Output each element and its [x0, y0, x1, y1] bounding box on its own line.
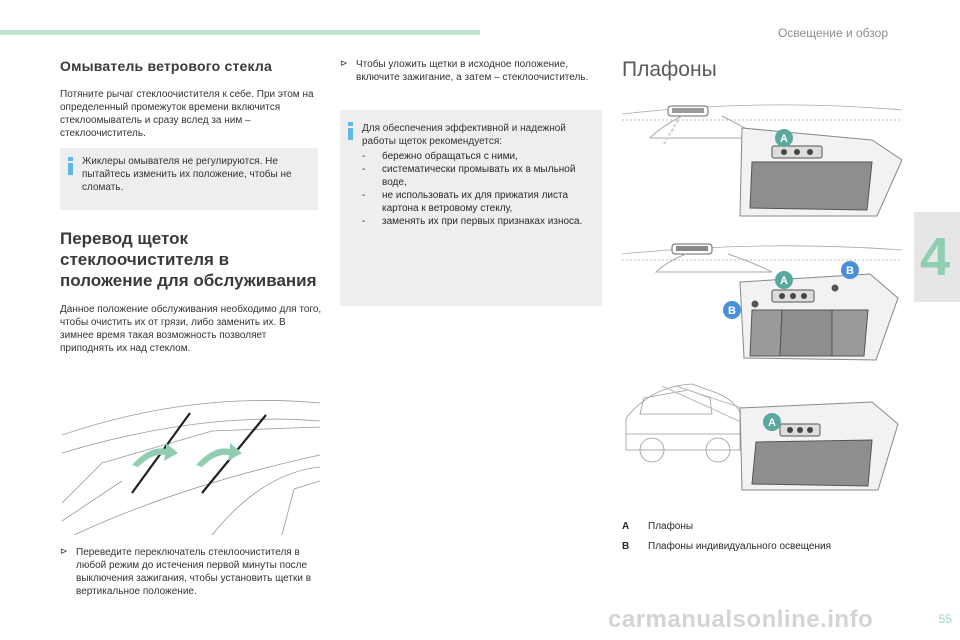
list-item: -не использовать их для прижатия листа к… [362, 190, 569, 214]
svg-text:A: A [780, 133, 788, 145]
svg-text:A: A [780, 275, 788, 287]
list-item: -систематически промывать их в мыльной в… [362, 164, 576, 188]
arrow-icon [196, 443, 242, 467]
ceiling-light-illustration-3: A [625, 383, 899, 491]
tip-intro: Для обеспечения эффективной и надежной р… [362, 123, 566, 147]
list-item: -бережно обращаться с ними, [362, 151, 518, 162]
ceiling-light-illustration-1: A [622, 104, 902, 217]
lights-legend: A Плафоны B Плафоны индивидуального осве… [622, 520, 902, 560]
service-step-2: ⊳ Чтобы уложить щетки в исходное положен… [340, 59, 589, 83]
svg-text:A: A [768, 417, 776, 429]
svg-text:B: B [846, 265, 854, 277]
washer-note: Жиклеры омывателя не регулируются. Не пы… [82, 156, 292, 193]
lights-title: Плафоны [622, 58, 717, 81]
legend-row: A Плафоны [622, 521, 694, 532]
info-icon [68, 157, 73, 175]
chapter-tab: 4 [914, 212, 960, 302]
bullet-icon: ⊳ [60, 547, 68, 557]
washer-title: Омыватель ветрового стекла [60, 58, 272, 74]
header-accent-bar [0, 30, 480, 35]
service-title: Перевод щеток стеклоочистителя в положен… [60, 229, 317, 290]
column-right: Плафоны [622, 58, 902, 82]
callout-a [763, 413, 781, 431]
arrow-icon [132, 443, 178, 467]
info-icon [348, 122, 353, 140]
chapter-number: 4 [920, 227, 951, 287]
callout-b [841, 261, 859, 279]
tip-list: -бережно обращаться с ними, -систематиче… [362, 150, 592, 228]
washer-body: Потяните рычаг стеклоочистителя к себе. … [60, 89, 314, 139]
washer-note-box: Жиклеры омывателя не регулируются. Не пы… [60, 148, 318, 210]
list-item: -заменять их при первых признаках износа… [362, 216, 583, 227]
column-left: Омыватель ветрового стекла Потяните рыча… [60, 58, 322, 355]
service-step-1: ⊳ Переведите переключатель стеклоочистит… [60, 547, 312, 597]
wiper-illustration [62, 400, 320, 535]
service-body: Данное положение обслуживания необходимо… [60, 304, 322, 354]
section-title: Освещение и обзор [777, 26, 888, 40]
watermark: carmanualsonline.info [608, 606, 874, 633]
legend-row: B Плафоны индивидуального освещения [622, 541, 831, 552]
column-middle: ⊳ Чтобы уложить щетки в исходное положен… [340, 58, 602, 306]
callout-b [723, 301, 741, 319]
svg-text:B: B [728, 305, 736, 317]
ceiling-light-illustration-2: A B B [622, 243, 902, 361]
callout-a [775, 129, 793, 147]
bullet-icon: ⊳ [340, 59, 348, 69]
tip-box: Для обеспечения эффективной и надежной р… [340, 110, 602, 306]
callout-a [775, 271, 793, 289]
page-number: 55 [938, 612, 952, 626]
